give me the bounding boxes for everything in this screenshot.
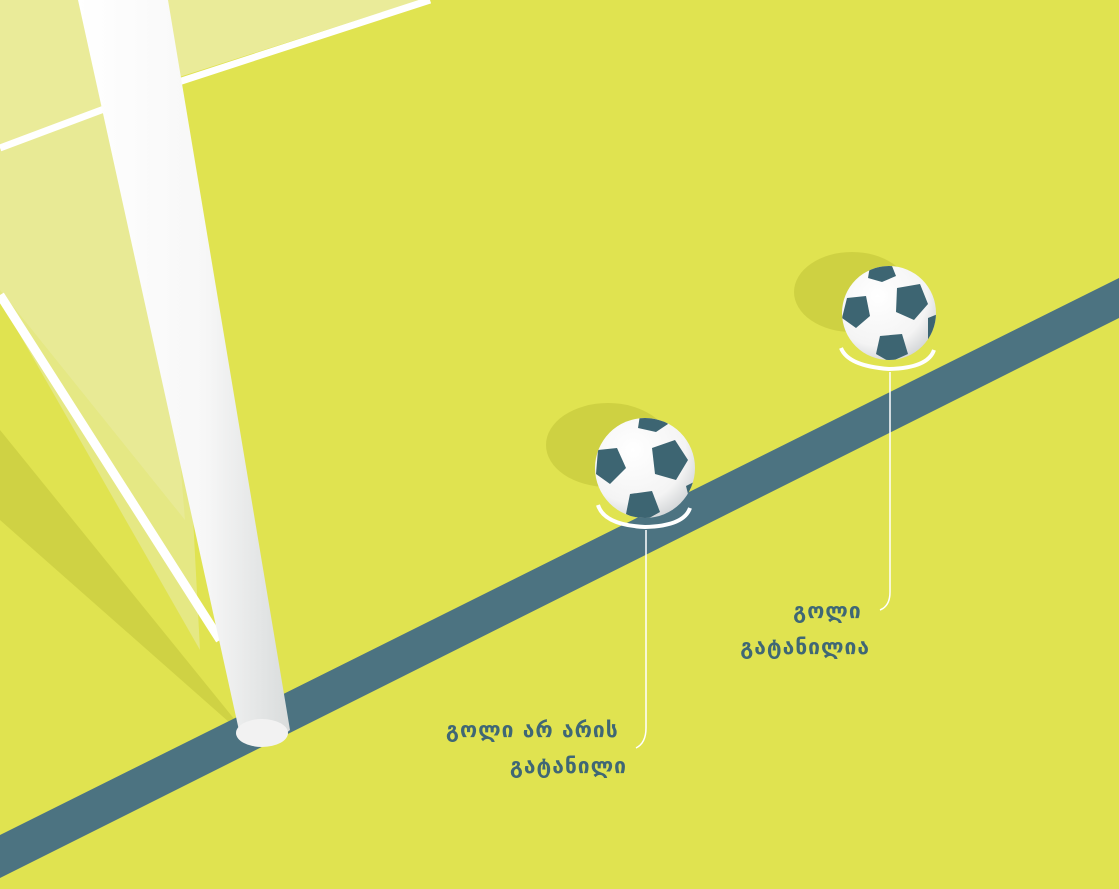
label-goal-line2: გატანილია [740,635,870,659]
label-not-goal-line2: გატანილი [510,754,627,778]
goal-post-base [236,719,288,747]
label-not-goal-line1: გოლი არ არის [446,718,619,742]
label-goal-line1: გოლი [793,599,862,623]
